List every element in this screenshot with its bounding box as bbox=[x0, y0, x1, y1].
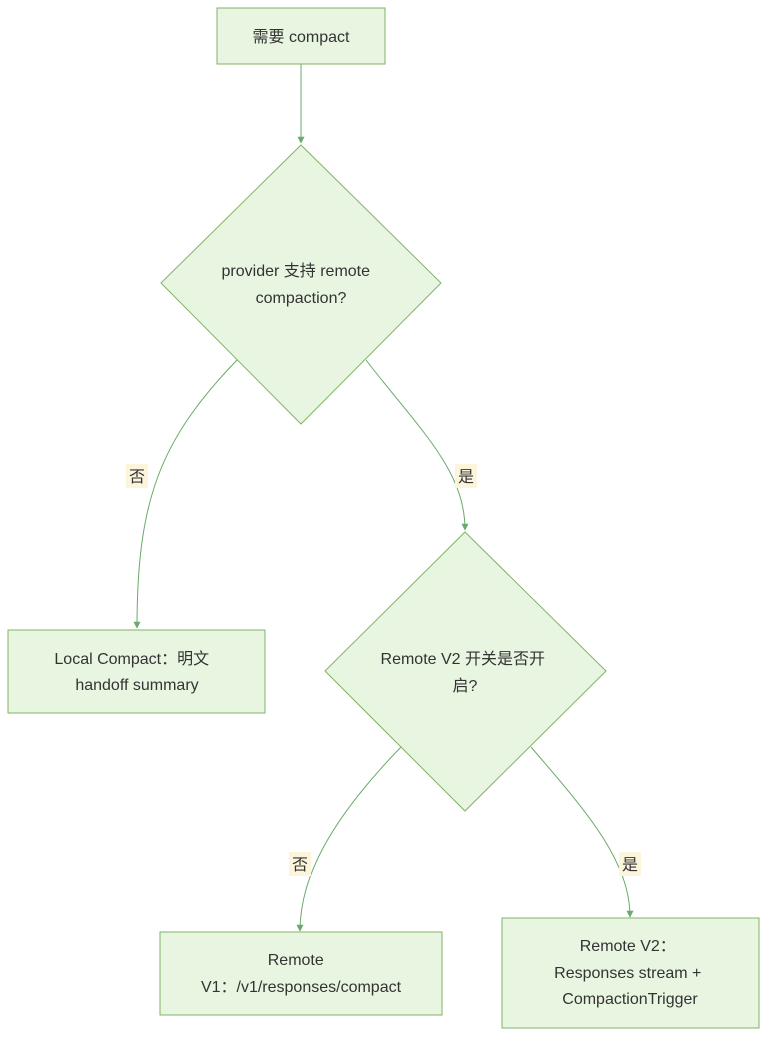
svg-text:需要 compact: 需要 compact bbox=[253, 28, 350, 46]
node-remote-v2-line-2: Responses stream + bbox=[554, 965, 701, 982]
edge-v2-yes bbox=[530, 746, 634, 918]
node-remote-v2-line-1: Remote V2： bbox=[580, 938, 676, 955]
edge-v2-no bbox=[296, 746, 402, 932]
edge-label-v2-no: 否 bbox=[289, 852, 311, 876]
node-decision-provider-line-2: compaction? bbox=[256, 290, 347, 307]
node-remote-v1: Remote V1：/v1/responses/compact bbox=[159, 931, 443, 1016]
node-remote-v1-line-2: V1：/v1/responses/compact bbox=[201, 979, 402, 996]
edges bbox=[133, 64, 634, 932]
svg-text:provider 支持 remote com: provider 支持 remote compaction? bbox=[222, 262, 375, 307]
node-decision-provider-line-1: provider 支持 remote bbox=[222, 262, 371, 280]
edge-label-provider-no-text: 否 bbox=[129, 469, 145, 486]
edge-provider-yes bbox=[365, 359, 469, 531]
svg-text:Remote V2： Responses s: Remote V2： Responses stream + Compaction… bbox=[554, 938, 706, 1008]
node-local-compact-line-2: handoff summary bbox=[75, 677, 198, 694]
svg-text:Remote V1：/v1/response: Remote V1：/v1/responses/compact bbox=[201, 952, 402, 996]
node-decision-provider: provider 支持 remote compaction? bbox=[160, 144, 442, 425]
node-local-compact: Local Compact：明文 handoff summary bbox=[7, 629, 266, 714]
edge-provider-no bbox=[133, 359, 238, 629]
node-remote-v2-line-3: CompactionTrigger bbox=[562, 991, 698, 1008]
node-remote-v2: Remote V2： Responses stream + Compaction… bbox=[501, 917, 760, 1029]
svg-text:Remote V2 开关是否开 启?: Remote V2 开关是否开 启? bbox=[381, 650, 550, 695]
node-decision-v2: Remote V2 开关是否开 启? bbox=[324, 531, 607, 812]
node-start-line-1: 需要 compact bbox=[253, 28, 350, 46]
node-decision-v2-line-1: Remote V2 开关是否开 bbox=[381, 650, 546, 668]
edge-label-v2-no-text: 否 bbox=[292, 857, 308, 874]
node-start: 需要 compact bbox=[216, 7, 386, 65]
node-local-compact-line-1: Local Compact：明文 bbox=[54, 650, 209, 668]
edge-label-v2-yes-text: 是 bbox=[622, 857, 638, 874]
svg-text:Local Compact：明文 hando: Local Compact：明文 handoff summary bbox=[54, 650, 213, 694]
edge-label-v2-yes: 是 bbox=[619, 852, 641, 876]
edge-label-provider-yes: 是 bbox=[455, 464, 477, 488]
node-decision-v2-line-2: 启? bbox=[453, 677, 478, 695]
edge-labels: 否 是 否 是 bbox=[126, 464, 641, 876]
edge-label-provider-yes-text: 是 bbox=[458, 469, 474, 486]
node-remote-v1-line-1: Remote bbox=[268, 952, 324, 969]
edge-label-provider-no: 否 bbox=[126, 464, 148, 488]
nodes: 需要 compact provider 支持 remote compaction… bbox=[7, 7, 760, 1029]
